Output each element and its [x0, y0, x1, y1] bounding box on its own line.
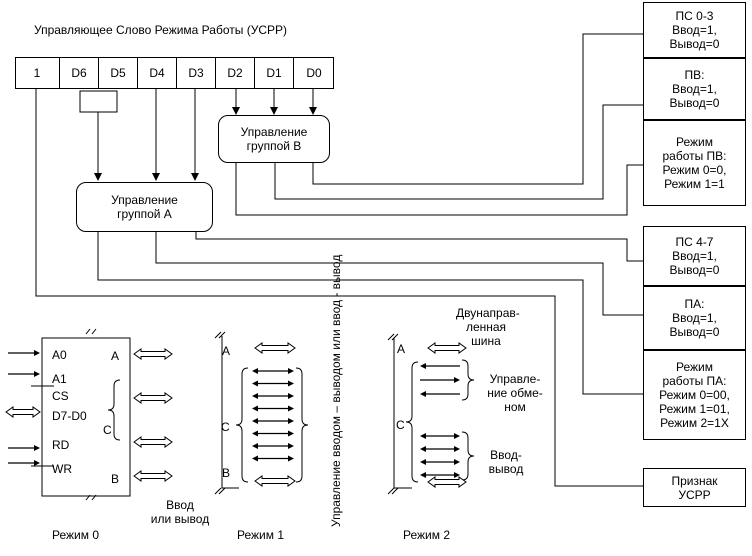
mode1-port-c-arrow-6-left-head	[252, 443, 258, 449]
register-bit-d4: D4	[137, 57, 176, 89]
mode1-port-c-arrow-1-right-head	[288, 380, 294, 387]
box-port-c-low: ПС 0-3 Ввод=1, Вывод=0	[643, 2, 746, 58]
mode1-port-c-arrow-4-right-head	[288, 418, 294, 424]
pin-a1: A1	[52, 372, 67, 386]
group-a-control: Управление группой А	[76, 182, 213, 232]
mode0-caption: Режим 0	[52, 528, 100, 542]
mode0-port-c: C	[103, 423, 112, 437]
mode0-port-a: A	[111, 349, 120, 363]
mode2-io-arrow-1-left-head	[420, 446, 426, 452]
mode1-port-c: C	[221, 420, 230, 434]
mode1-port-a: A	[222, 344, 231, 358]
mode2-io-arrow-3-right-head	[454, 472, 460, 478]
mode0-port-arrow-0	[133, 348, 173, 360]
register-bit-d6: D6	[59, 57, 98, 89]
register-bit-1: 1	[33, 66, 41, 80]
box-port-a: ПА: Ввод=1, Вывод=0	[643, 286, 746, 350]
register-bit-d3: D3	[176, 57, 215, 89]
pin-wr: WR	[52, 462, 72, 476]
mode2-caption: Режим 2	[403, 528, 451, 542]
box-port-a-mode: Режим работы ПА: Режим 0=00, Режим 1=01,…	[643, 350, 746, 440]
mode1-port-c-arrow-5-right-head	[288, 430, 294, 437]
mode1-port-c-arrow-0-left-head	[252, 368, 258, 374]
mode1-port-b-arrow	[254, 475, 296, 487]
mode0-port-arrow-1	[133, 392, 173, 404]
mode1-port-c-arrow-2-right-head	[288, 393, 294, 399]
mode1-port-b: B	[222, 466, 231, 480]
pin-input-arrow-1-head	[34, 371, 40, 377]
pin-input-arrow-2-head	[34, 445, 40, 451]
register-bit-d2: D2	[215, 57, 254, 89]
pin-data-bus: D7-D0	[52, 409, 87, 423]
mode0-port-arrow-2	[133, 436, 173, 448]
mode1-port-c-arrow-3-right-head	[288, 405, 294, 412]
mode1-port-c-arrow-3-left-head	[252, 405, 258, 412]
pin-a0: A0	[52, 348, 67, 362]
mode1-port-a-arrow	[254, 342, 296, 354]
mode2-io-arrow-1-right-head	[454, 446, 460, 452]
mode2-io-arrow-2-left-head	[420, 459, 426, 465]
mode2-bus-note: Двунапрaв- ленная шина	[456, 306, 520, 348]
box-port-b: ПВ: Ввод=1, Вывод=0	[643, 58, 746, 120]
mode2-io-arrow-2-right-head	[454, 459, 460, 465]
mode2-io-note: Ввод- вывод	[488, 448, 524, 476]
mode2-io-arrow-3-left-head	[420, 472, 426, 478]
mode1-port-c-arrow-0-right-head	[288, 368, 294, 374]
mode1-caption: Режим 1	[237, 528, 285, 542]
mode2-control-arrow-0-head	[420, 363, 426, 369]
mode2-control-arrow-2-head	[420, 391, 426, 397]
data-bus-arrow	[5, 406, 41, 418]
mode1-port-c-arrow-4-left-head	[252, 418, 258, 424]
mode2-port-c: C	[396, 418, 405, 432]
box-port-b-mode: Режим работы ПВ: Режим 0=0, Режим 1=1	[643, 120, 746, 206]
mode2-lower-arrow	[427, 476, 467, 488]
mode1-port-c-arrow-6-right-head	[288, 443, 294, 449]
box-control-word-flag: Признак УСРР	[643, 468, 746, 507]
mode1-port-c-arrow-7-right-head	[288, 455, 294, 462]
mode0-port-b: B	[111, 472, 120, 486]
d6-d5-link-box	[79, 90, 118, 113]
mode2-control-arrow-1-head	[454, 377, 460, 383]
mode2-port-a: A	[397, 342, 406, 356]
pin-cs: CS	[52, 389, 69, 403]
pin-input-arrow-0-head	[34, 350, 40, 356]
mode2-io-arrow-0-right-head	[454, 433, 460, 439]
group-b-control: Управление группой B	[218, 115, 330, 163]
mode0-port-arrow-3	[133, 470, 173, 482]
mode1-port-c-arrow-1-left-head	[252, 380, 258, 387]
mode1-port-c-arrow-2-left-head	[252, 393, 258, 399]
mode0-io-note: Ввод или вывод	[150, 498, 210, 526]
mode2-io-arrow-0-left-head	[420, 433, 426, 439]
box-port-c-high: ПС 4-7 Ввод=1, Вывод=0	[643, 226, 746, 286]
control-word-register	[15, 57, 334, 89]
mode1-port-c-arrow-5-left-head	[252, 430, 258, 437]
mode2-control-note: Управле- ние обме- ном	[487, 372, 543, 414]
register-bit-d1: D1	[254, 57, 293, 89]
pin-input-arrow-3-head	[34, 460, 40, 466]
mode2-bus-arrow	[427, 342, 467, 354]
diagram-title: Управляющее Слово Режима Работы (УСРР)	[34, 23, 287, 37]
register-bit-d0: D0	[293, 57, 334, 89]
register-bit-d5: D5	[98, 57, 137, 89]
mode1-port-c-arrow-7-left-head	[252, 455, 258, 462]
pin-rd: RD	[52, 438, 70, 452]
mode1-vertical-note: Управление вводом – выводом или ввод - в…	[329, 254, 343, 527]
